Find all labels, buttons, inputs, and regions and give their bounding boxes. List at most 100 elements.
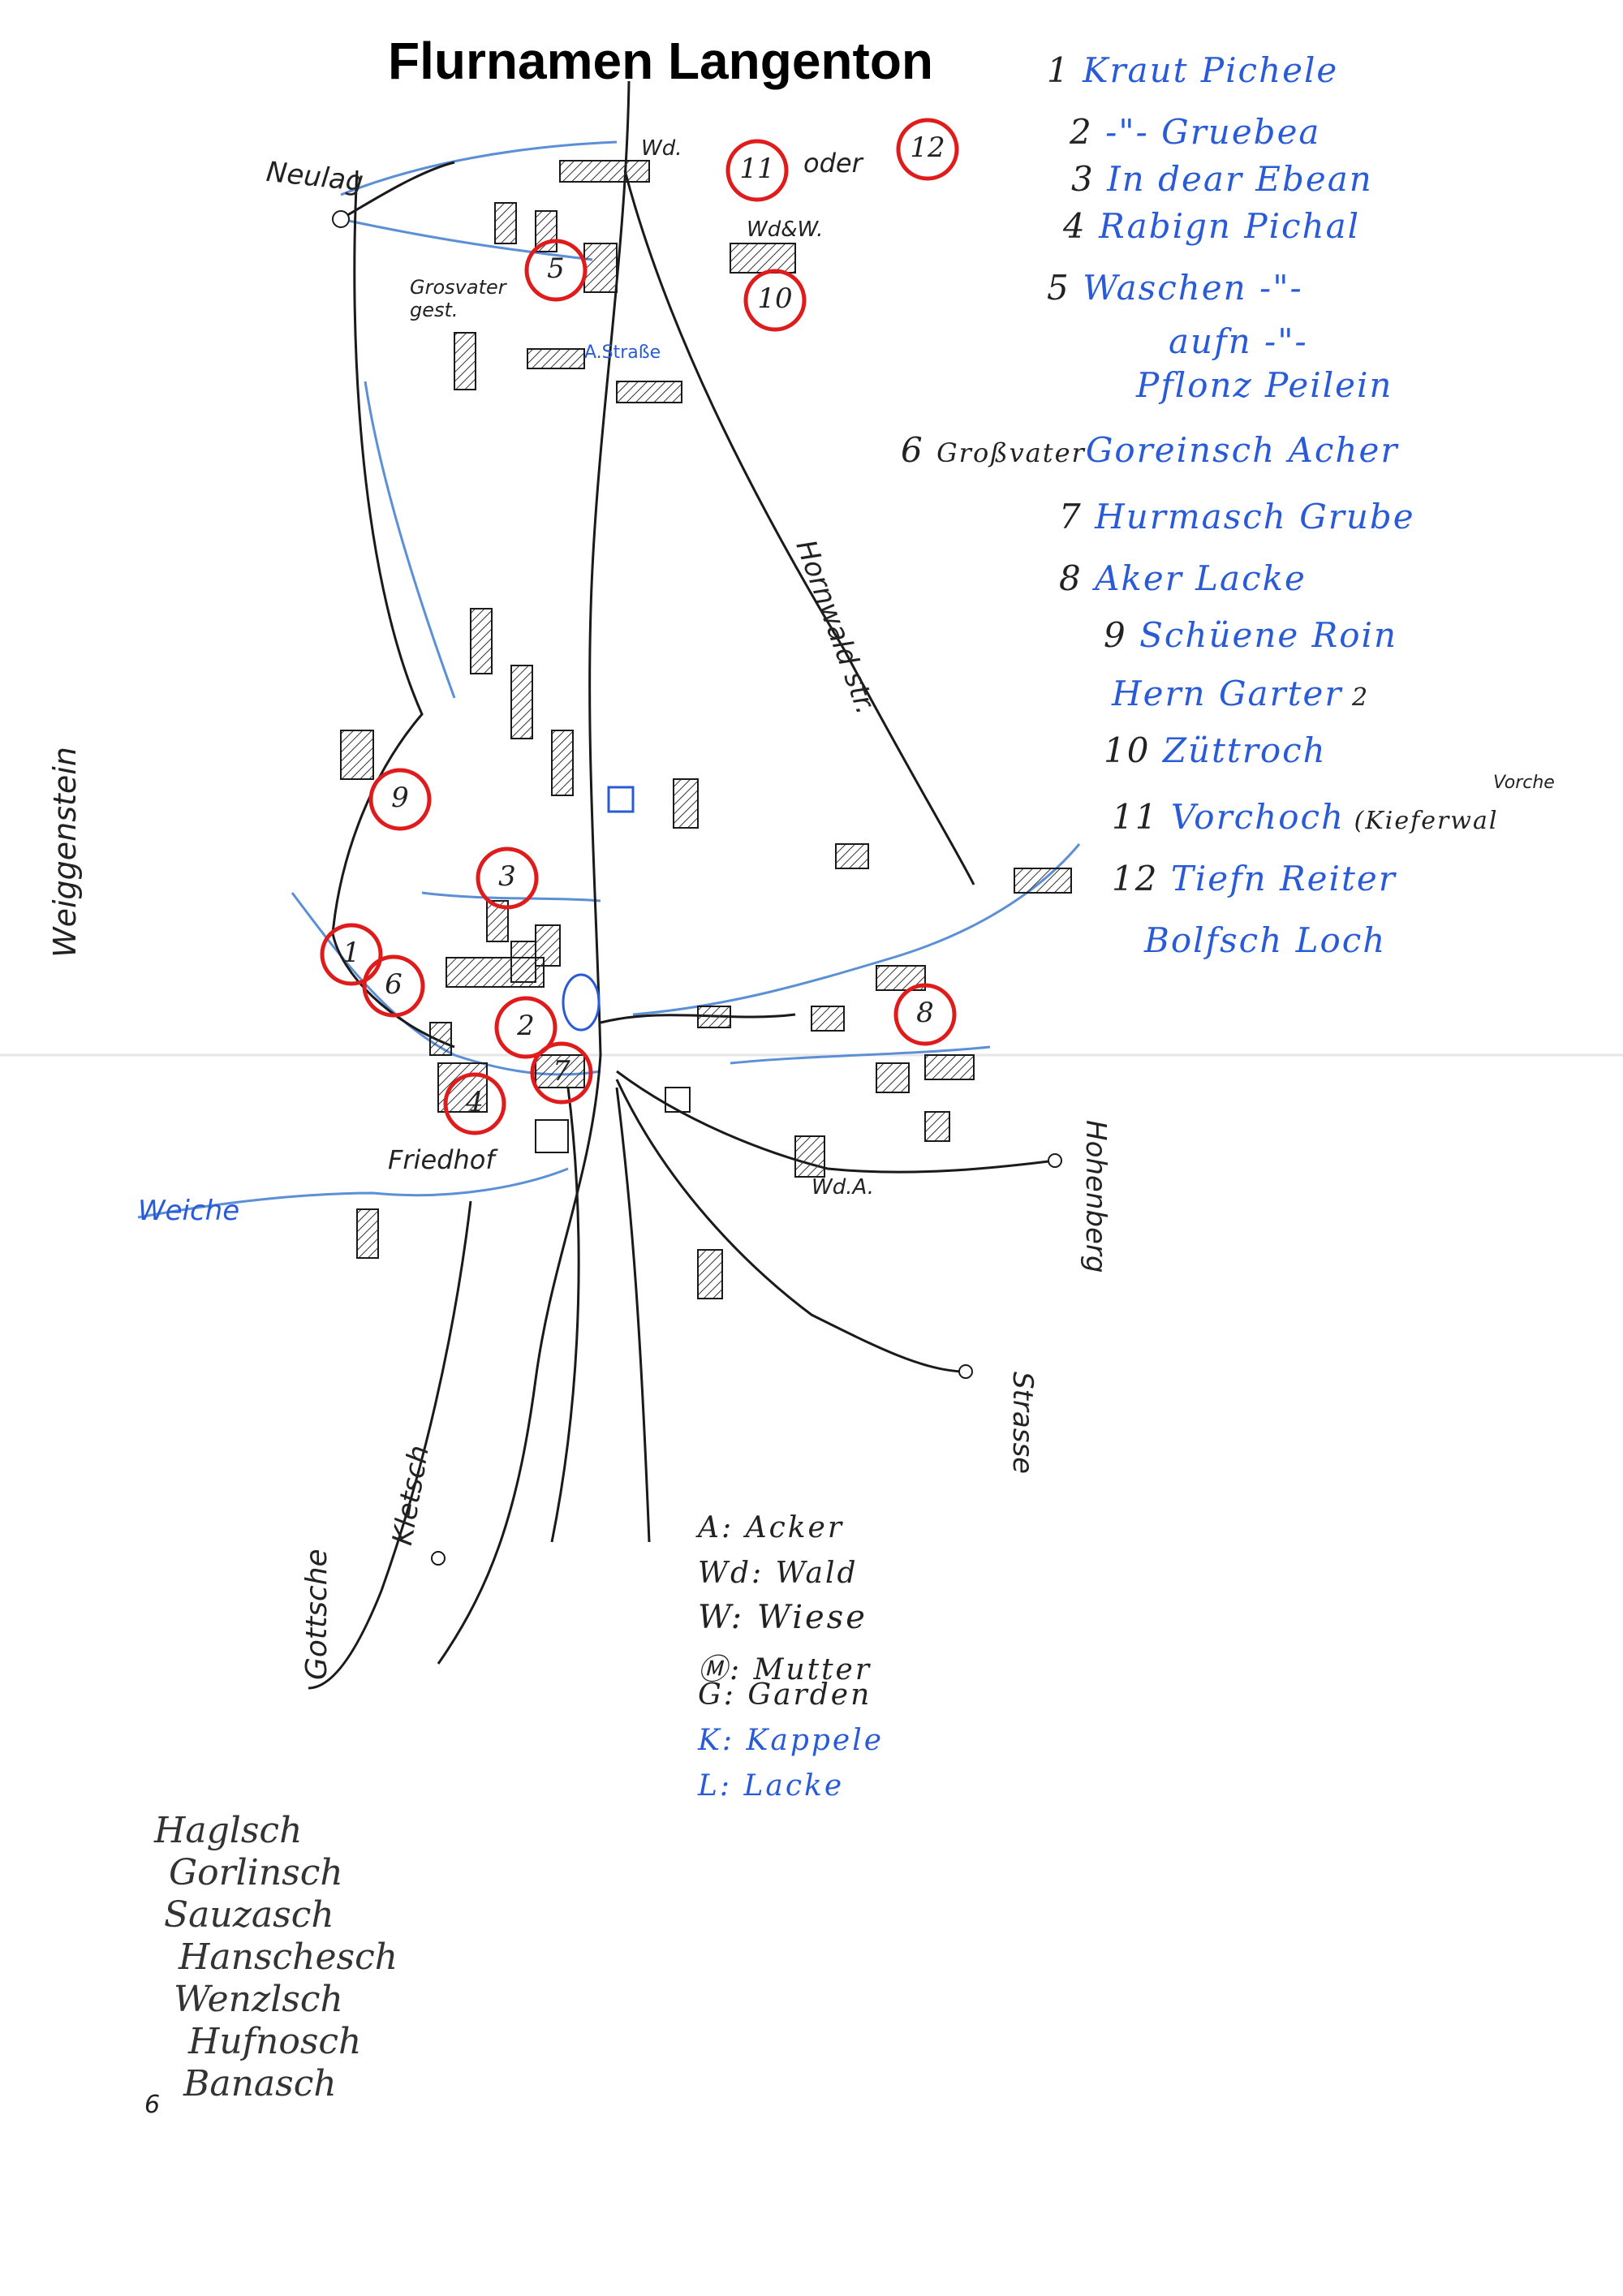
road-hornwald xyxy=(623,170,975,885)
circle-6 xyxy=(362,954,425,1018)
circle-12 xyxy=(896,118,959,181)
river-center xyxy=(421,891,601,902)
legend-note: Vorche xyxy=(1493,773,1555,793)
legend-item: Bolfsch Loch xyxy=(1144,920,1386,960)
key-item: Ⓜ: Mutter xyxy=(698,1653,872,1686)
road-kletsch xyxy=(308,1200,472,1690)
legend-item: 9 Schüene Roin xyxy=(1104,615,1397,655)
key-item: K: Kappele xyxy=(698,1724,885,1757)
legend-name: Hurmasch Grube xyxy=(1095,497,1415,536)
legend-suffix: 2 xyxy=(1342,683,1370,712)
river-east xyxy=(632,843,1081,1016)
legend-item: 2 -"- Gruebea xyxy=(1070,112,1320,152)
circle-number-4: 4 xyxy=(466,1086,484,1118)
road-west xyxy=(331,170,455,1049)
river-north xyxy=(340,218,593,261)
legend-number: 10 xyxy=(1104,730,1151,770)
legend-number: 2 xyxy=(1070,112,1093,152)
circle-8 xyxy=(893,983,957,1046)
circle-9 xyxy=(368,768,432,831)
legend-item: 12 Tiefn Reiter xyxy=(1112,859,1397,898)
key-item: W: Wiese xyxy=(698,1599,867,1636)
circle-number-9: 9 xyxy=(391,782,409,814)
circle-2 xyxy=(494,996,558,1059)
label-wd-top: Wd. xyxy=(641,136,682,161)
family-name: Sauzasch xyxy=(164,1894,334,1936)
circle-1 xyxy=(320,923,383,986)
road-neulag xyxy=(340,161,455,221)
family-name: Hanschesch xyxy=(179,1936,398,1978)
circle-number-11: 11 xyxy=(739,153,775,185)
legend-name: Aker Lacke xyxy=(1095,558,1307,598)
circle-number-10: 10 xyxy=(757,282,793,315)
legend-item: 10 Züttroch xyxy=(1104,730,1327,770)
legend-item: 8 Aker Lacke xyxy=(1059,558,1307,598)
legend-name: Bolfsch Loch xyxy=(1144,920,1387,960)
page-number: 6 xyxy=(144,2091,161,2119)
legend-item: 6 GroßvaterGoreinsch Acher xyxy=(901,430,1398,470)
church-building xyxy=(607,786,635,813)
legend-number: 1 xyxy=(1047,50,1070,90)
family-name: Wenzlsch xyxy=(174,1979,343,2020)
label-oder: oder xyxy=(803,148,863,179)
numbered-circles xyxy=(320,118,959,1135)
legend-name: Züttroch xyxy=(1162,730,1327,770)
label-hohenberg: Hohenberg xyxy=(1079,1120,1112,1273)
legend-item: 4 Rabign Pichal xyxy=(1063,206,1360,246)
legend-number: 8 xyxy=(1059,558,1083,598)
circle-number-1: 1 xyxy=(342,937,360,969)
lacke-pond xyxy=(562,973,601,1032)
circle-7 xyxy=(530,1041,593,1105)
family-name: Hufnosch xyxy=(188,2021,362,2062)
legend-item: 11 Vorchoch (Kieferwal xyxy=(1112,797,1498,837)
key-item: Wd: Wald xyxy=(698,1557,859,1590)
legend-item: 1 Kraut Pichele xyxy=(1047,50,1338,90)
road-hohenberg xyxy=(616,1070,1056,1174)
circle-10 xyxy=(743,269,807,332)
legend-name: Schüene Roin xyxy=(1139,615,1397,655)
legend-item: aufn -"- xyxy=(1169,321,1308,361)
label-a-strasse: A.Straße xyxy=(584,342,661,363)
key-item: A: Acker xyxy=(698,1511,845,1544)
circle-5 xyxy=(524,239,588,302)
legend-number: 5 xyxy=(1047,268,1070,308)
road-end-markers xyxy=(332,210,1062,1566)
legend-number: 9 xyxy=(1104,615,1127,655)
label-wd-w: Wd&W. xyxy=(747,218,824,242)
road-main xyxy=(437,80,631,1665)
circle-4 xyxy=(443,1072,506,1135)
key-item: G: Garden xyxy=(698,1678,872,1712)
legend-name: -"- Gruebea xyxy=(1105,112,1321,152)
circle-number-8: 8 xyxy=(916,997,934,1029)
legend-name: In dear Ebean xyxy=(1107,159,1373,199)
legend-number: 7 xyxy=(1059,497,1083,536)
legend-name: Goreinsch Acher xyxy=(1085,430,1399,470)
legend-name: Kraut Pichele xyxy=(1083,50,1339,90)
family-name: Gorlinsch xyxy=(169,1852,343,1893)
river-lacke xyxy=(730,1045,991,1065)
legend-number: 12 xyxy=(1112,859,1159,898)
circle-number-3: 3 xyxy=(498,860,516,893)
legend-name: Hern Garter xyxy=(1112,674,1343,713)
circle-number-5: 5 xyxy=(547,252,565,285)
circle-number-7: 7 xyxy=(553,1055,570,1088)
field-plots xyxy=(340,160,1072,1299)
circle-11 xyxy=(725,139,789,202)
road-strasse xyxy=(615,1079,966,1373)
river-neulag xyxy=(340,140,618,196)
circle-3 xyxy=(476,846,539,910)
legend-name: Rabign Pichal xyxy=(1099,206,1361,246)
label-weiggenstein: Weiggenstein xyxy=(47,747,83,958)
map-title: Flurnamen Langenton xyxy=(388,32,933,90)
legend-name: Waschen -"- xyxy=(1083,268,1303,308)
legend-item: 7 Hurmasch Grube xyxy=(1059,497,1415,536)
legend-name: aufn -"- xyxy=(1169,321,1308,361)
family-name: Banasch xyxy=(183,2063,337,2104)
legend-item: 5 Waschen -"- xyxy=(1047,268,1303,308)
legend-name: Pflonz Peilein xyxy=(1136,365,1393,405)
circle-number-12: 12 xyxy=(910,131,945,164)
road-south-1 xyxy=(550,1087,580,1543)
legend-number: 6 xyxy=(901,430,924,470)
legend-prefix: Großvater xyxy=(936,437,1086,468)
family-name: Haglsch xyxy=(154,1810,303,1851)
